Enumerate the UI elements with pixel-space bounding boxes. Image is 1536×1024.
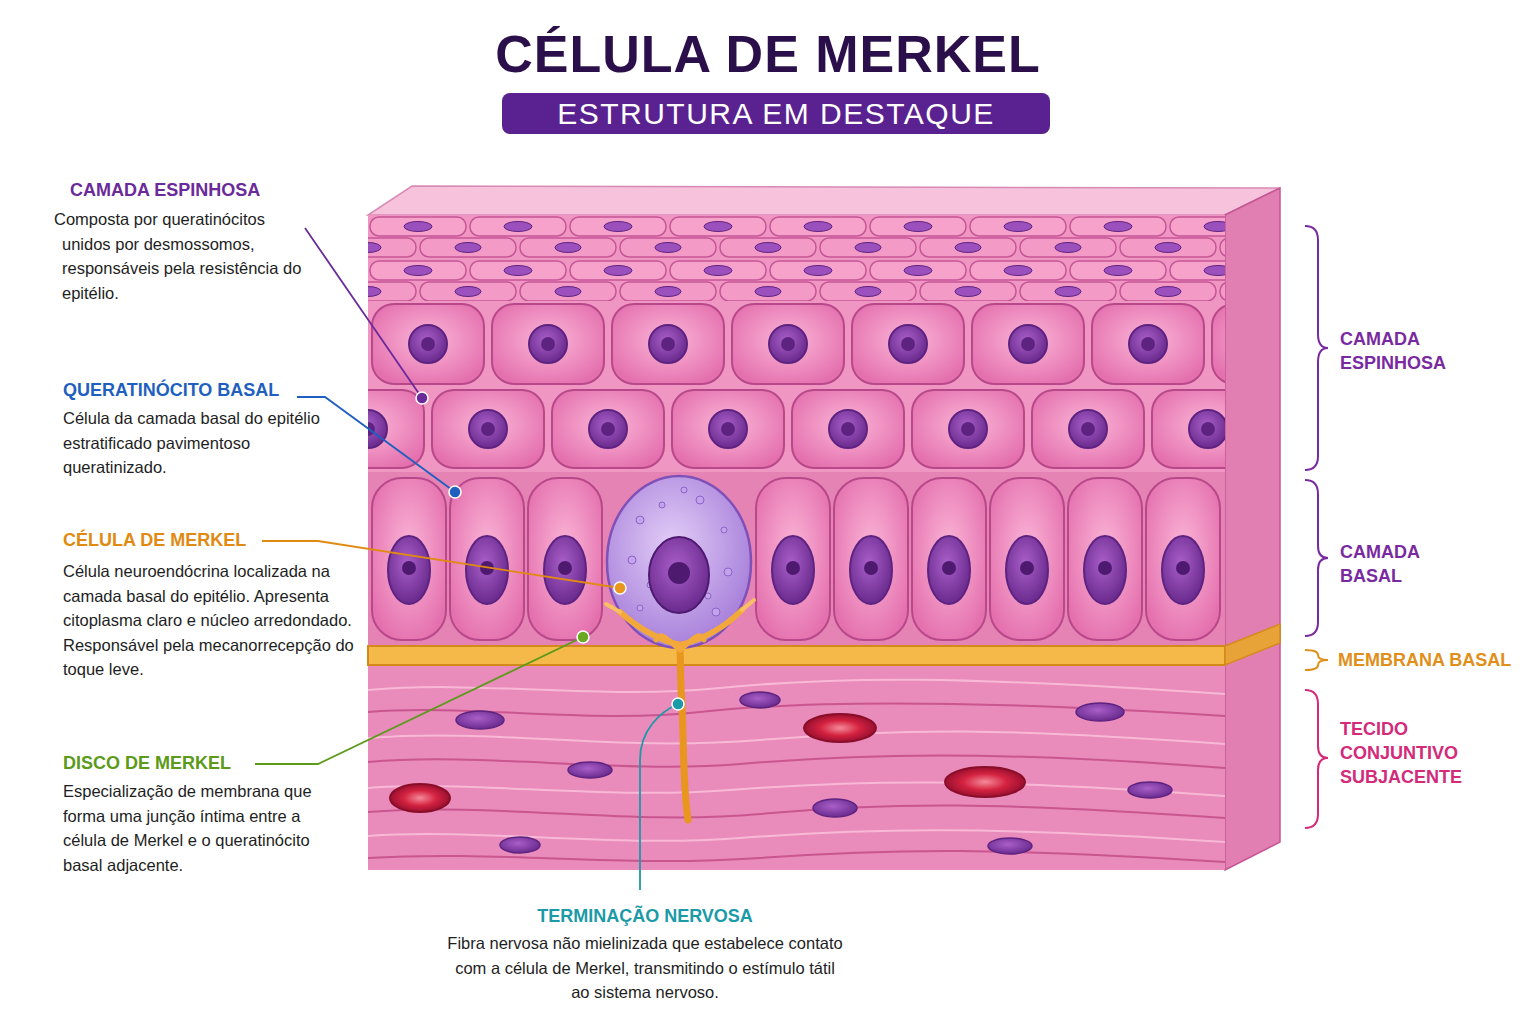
merkel-nucleolus	[668, 562, 690, 584]
basement-membrane	[368, 646, 1225, 665]
basement-membrane-side	[1225, 624, 1280, 665]
spinous-cells	[368, 300, 1225, 472]
fibroblast-nuclei	[456, 692, 1172, 854]
connective-tissue	[368, 665, 1225, 870]
callout-heading: QUERATINÓCITO BASAL	[63, 378, 343, 402]
layer-label: TECIDO CONJUNTIVO SUBJACENTE	[1340, 717, 1480, 789]
squamous-cells	[368, 215, 1225, 301]
layer-label: MEMBRANA BASAL	[1338, 648, 1528, 672]
basal-keratinocytes	[372, 478, 1220, 640]
callout-heading: CAMADA ESPINHOSA	[70, 178, 330, 202]
nerve-terminal	[606, 600, 754, 820]
diagram-title: CÉLULA DE MERKEL	[268, 22, 1268, 86]
tissue-layers	[368, 215, 1225, 870]
top-face	[368, 186, 1280, 215]
merkel-nucleus	[649, 537, 709, 613]
side-face	[1225, 188, 1280, 870]
callout-text: Composta por queratinócitos unidos por d…	[54, 207, 304, 305]
callout-heading: CÉLULA DE MERKEL	[63, 528, 343, 552]
callout-text: Fibra nervosa não mielinizada que estabe…	[445, 931, 845, 1005]
leader-dots	[416, 392, 684, 710]
leader-lines	[255, 228, 678, 890]
merkel-granules	[628, 487, 732, 616]
blood-vessels	[390, 714, 1025, 812]
front-face	[368, 215, 1225, 870]
layer-brackets	[1305, 226, 1328, 828]
callout-text: Especialização de membrana que forma uma…	[63, 779, 348, 877]
merkel-cell	[607, 476, 751, 648]
banner-text: ESTRUTURA EM DESTAQUE	[557, 94, 995, 134]
layer-label: CAMADA BASAL	[1340, 540, 1460, 588]
basal-nuclei	[388, 536, 1204, 604]
callout-text: Célula da camada basal do epitélio estra…	[63, 406, 348, 480]
callout-text: Célula neuroendócrina localizada na cama…	[63, 559, 355, 682]
callout-heading: DISCO DE MERKEL	[63, 751, 343, 775]
collagen-fibres	[368, 680, 1225, 862]
basal-layer	[368, 472, 1225, 646]
subtitle-banner: ESTRUTURA EM DESTAQUE	[502, 93, 1050, 134]
callout-heading: TERMINAÇÃO NERVOSA	[445, 904, 845, 928]
layer-label: CAMADA ESPINHOSA	[1340, 327, 1470, 375]
